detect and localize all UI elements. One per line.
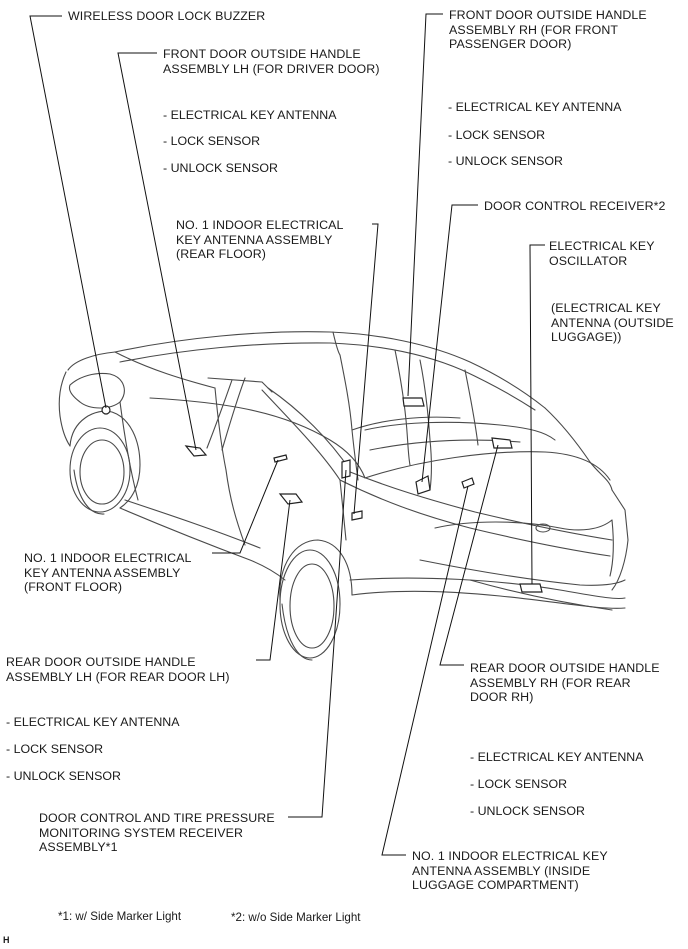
label-line: NO. 1 INDOOR ELECTRICAL: [176, 218, 344, 232]
label-line: ASSEMBLY RH (FOR FRONT: [449, 22, 619, 37]
label-wireless-door-lock-buzzer: WIRELESS DOOR LOCK BUZZER: [68, 9, 266, 23]
label-tpms-receiver: DOOR CONTROL AND TIRE PRESSURE MONITORIN…: [39, 811, 275, 855]
label-line: ANTENNA ASSEMBLY (INSIDE: [412, 863, 591, 878]
sub-item-front-rh-unlock: - UNLOCK SENSOR: [448, 154, 563, 168]
label-door-control-receiver: DOOR CONTROL RECEIVER*2: [484, 199, 666, 213]
sub-item-rear-lh-unlock: - UNLOCK SENSOR: [6, 769, 121, 783]
label-line: MONITORING SYSTEM RECEIVER: [39, 825, 244, 840]
label-line: NO. 1 INDOOR ELECTRICAL: [24, 551, 192, 565]
figure-code: H: [3, 935, 10, 945]
label-line: ASSEMBLY*1: [39, 840, 118, 855]
label-line: (FRONT FLOOR): [24, 580, 123, 595]
label-line: ASSEMBLY RH (FOR REAR: [470, 675, 631, 690]
sub-item-rear-rh-antenna: - ELECTRICAL KEY ANTENNA: [470, 750, 644, 764]
label-indoor-antenna-luggage: NO. 1 INDOOR ELECTRICAL KEY ANTENNA ASSE…: [412, 849, 608, 893]
label-outside-luggage-antenna: (ELECTRICAL KEY ANTENNA (OUTSIDE LUGGAGE…: [551, 301, 674, 345]
sub-item-rear-rh-unlock: - UNLOCK SENSOR: [470, 804, 585, 818]
label-line: FRONT DOOR OUTSIDE HANDLE: [163, 47, 361, 61]
footnote-1: *1: w/ Side Marker Light: [58, 910, 182, 923]
label-rear-door-handle-lh: REAR DOOR OUTSIDE HANDLE ASSEMBLY LH (FO…: [6, 655, 230, 684]
label-indoor-antenna-rear-floor: NO. 1 INDOOR ELECTRICAL KEY ANTENNA ASSE…: [176, 218, 344, 262]
sub-item-front-lh-unlock: - UNLOCK SENSOR: [163, 161, 278, 175]
sub-item-rear-lh-lock: - LOCK SENSOR: [6, 742, 104, 756]
label-line: FRONT DOOR OUTSIDE HANDLE: [449, 8, 647, 22]
label-line: (ELECTRICAL KEY: [551, 301, 661, 315]
label-line: ELECTRICAL KEY: [549, 239, 655, 253]
label-electrical-key-oscillator: ELECTRICAL KEY OSCILLATOR: [549, 239, 655, 268]
label-front-door-handle-rh: FRONT DOOR OUTSIDE HANDLE ASSEMBLY RH (F…: [449, 8, 647, 52]
label-line: PASSENGER DOOR): [449, 37, 572, 52]
label-line: DOOR RH): [470, 690, 534, 705]
footnote-2: *2: w/o Side Marker Light: [231, 911, 361, 924]
label-rear-door-handle-rh: REAR DOOR OUTSIDE HANDLE ASSEMBLY RH (FO…: [470, 661, 660, 705]
label-indoor-antenna-front-floor: NO. 1 INDOOR ELECTRICAL KEY ANTENNA ASSE…: [24, 551, 192, 595]
sub-item-rear-rh-lock: - LOCK SENSOR: [470, 777, 568, 791]
label-line: OSCILLATOR: [549, 253, 628, 268]
label-line: REAR DOOR OUTSIDE HANDLE: [470, 661, 660, 675]
sub-item-front-lh-lock: - LOCK SENSOR: [163, 134, 261, 148]
sub-item-front-lh-antenna: - ELECTRICAL KEY ANTENNA: [163, 108, 337, 122]
label-line: ANTENNA (OUTSIDE: [551, 315, 674, 330]
label-line: (REAR FLOOR): [176, 247, 267, 262]
sub-item-rear-lh-antenna: - ELECTRICAL KEY ANTENNA: [6, 715, 180, 729]
label-line: DOOR CONTROL AND TIRE PRESSURE: [39, 811, 275, 825]
label-line: ASSEMBLY LH (FOR REAR DOOR LH): [6, 669, 230, 684]
label-line: NO. 1 INDOOR ELECTRICAL KEY: [412, 849, 608, 863]
sub-item-front-rh-lock: - LOCK SENSOR: [448, 128, 546, 142]
sub-item-front-rh-antenna: - ELECTRICAL KEY ANTENNA: [448, 100, 622, 114]
label-line: KEY ANTENNA ASSEMBLY: [176, 232, 333, 247]
label-line: REAR DOOR OUTSIDE HANDLE: [6, 655, 196, 669]
label-front-door-handle-lh: FRONT DOOR OUTSIDE HANDLE ASSEMBLY LH (F…: [163, 47, 380, 76]
label-line: LUGGAGE COMPARTMENT): [412, 878, 579, 893]
label-line: LUGGAGE)): [551, 330, 622, 345]
label-line: ASSEMBLY LH (FOR DRIVER DOOR): [163, 61, 380, 76]
label-line: KEY ANTENNA ASSEMBLY: [24, 565, 181, 580]
